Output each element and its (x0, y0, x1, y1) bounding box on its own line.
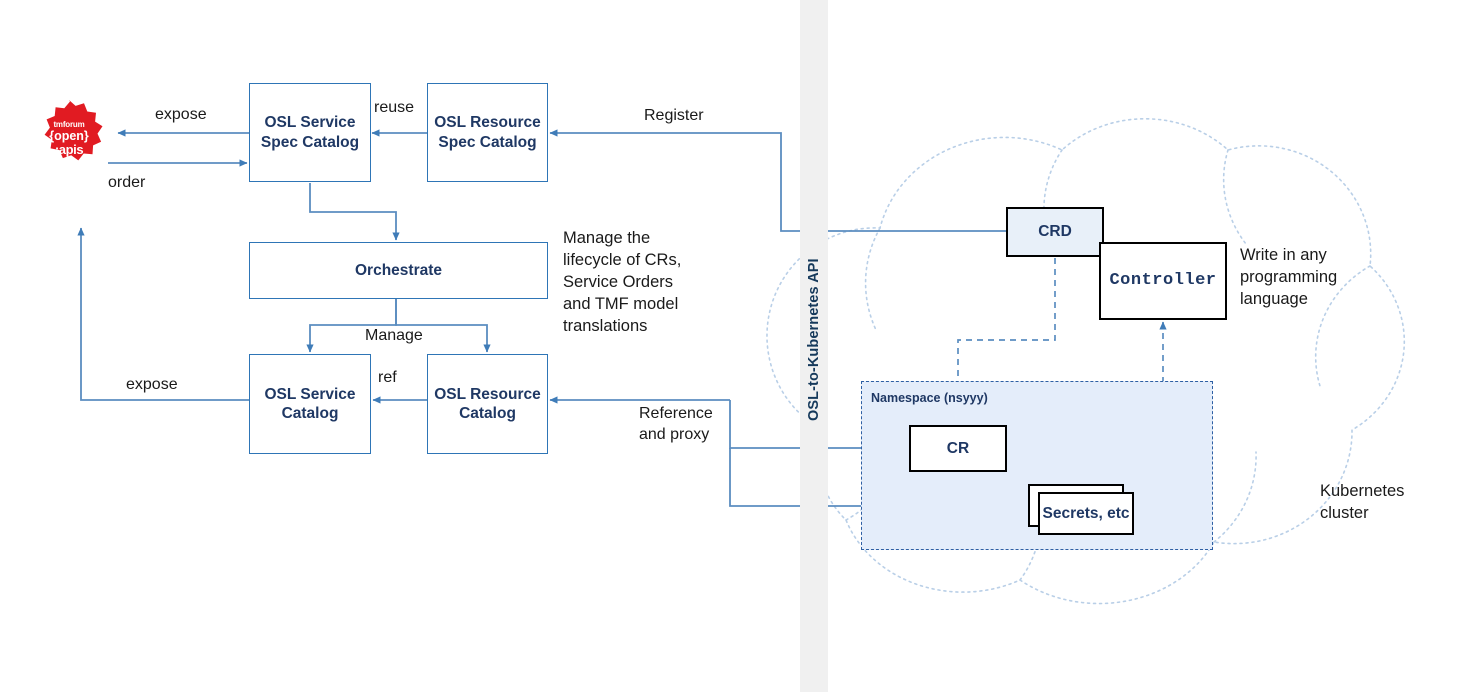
osl-to-kubernetes-api-band (800, 0, 828, 692)
note-controller: Write in any programming language (1240, 246, 1338, 308)
box-cr[interactable]: CR (909, 425, 1007, 472)
box-secrets[interactable]: Secrets, etc (1038, 492, 1134, 535)
box-crd[interactable]: CRD (1006, 207, 1104, 257)
edge-register (549, 129, 1006, 232)
label-manage: Manage (365, 327, 423, 344)
label-order: order (108, 174, 146, 191)
note-orchestrate: Manage the lifecycle of CRs, Service Ord… (563, 229, 682, 335)
box-osl-resource-catalog[interactable]: OSL Resource Catalog (427, 354, 548, 454)
label-expose-top: expose (155, 106, 207, 123)
connector-layer (77, 129, 1013, 510)
edge-expose-bottom (77, 227, 249, 401)
edge-manage-right (395, 299, 491, 353)
namespace-label: Namespace (nsyyy) (871, 391, 988, 405)
tmforum-seal-shape (44, 100, 103, 161)
edge-spec-to-orchestrate (309, 183, 400, 241)
box-controller[interactable]: Controller (1099, 242, 1227, 320)
box-osl-service-catalog[interactable]: OSL Service Catalog (249, 354, 371, 454)
label-reuse: reuse (374, 99, 415, 116)
label-reference-and-proxy: Reference and proxy (639, 405, 713, 443)
label-expose-bottom: expose (126, 376, 178, 393)
box-orchestrate[interactable]: Orchestrate (249, 242, 548, 299)
note-kubernetes-cluster: Kubernetes cluster (1320, 482, 1405, 522)
box-osl-resource-spec-catalog[interactable]: OSL Resource Spec Catalog (427, 83, 548, 182)
label-register: Register (644, 107, 704, 124)
box-osl-service-spec-catalog[interactable]: OSL Service Spec Catalog (249, 83, 371, 182)
label-ref: ref (378, 369, 397, 386)
osl-to-kubernetes-api-label: OSL-to-Kubernetes API (806, 258, 822, 422)
